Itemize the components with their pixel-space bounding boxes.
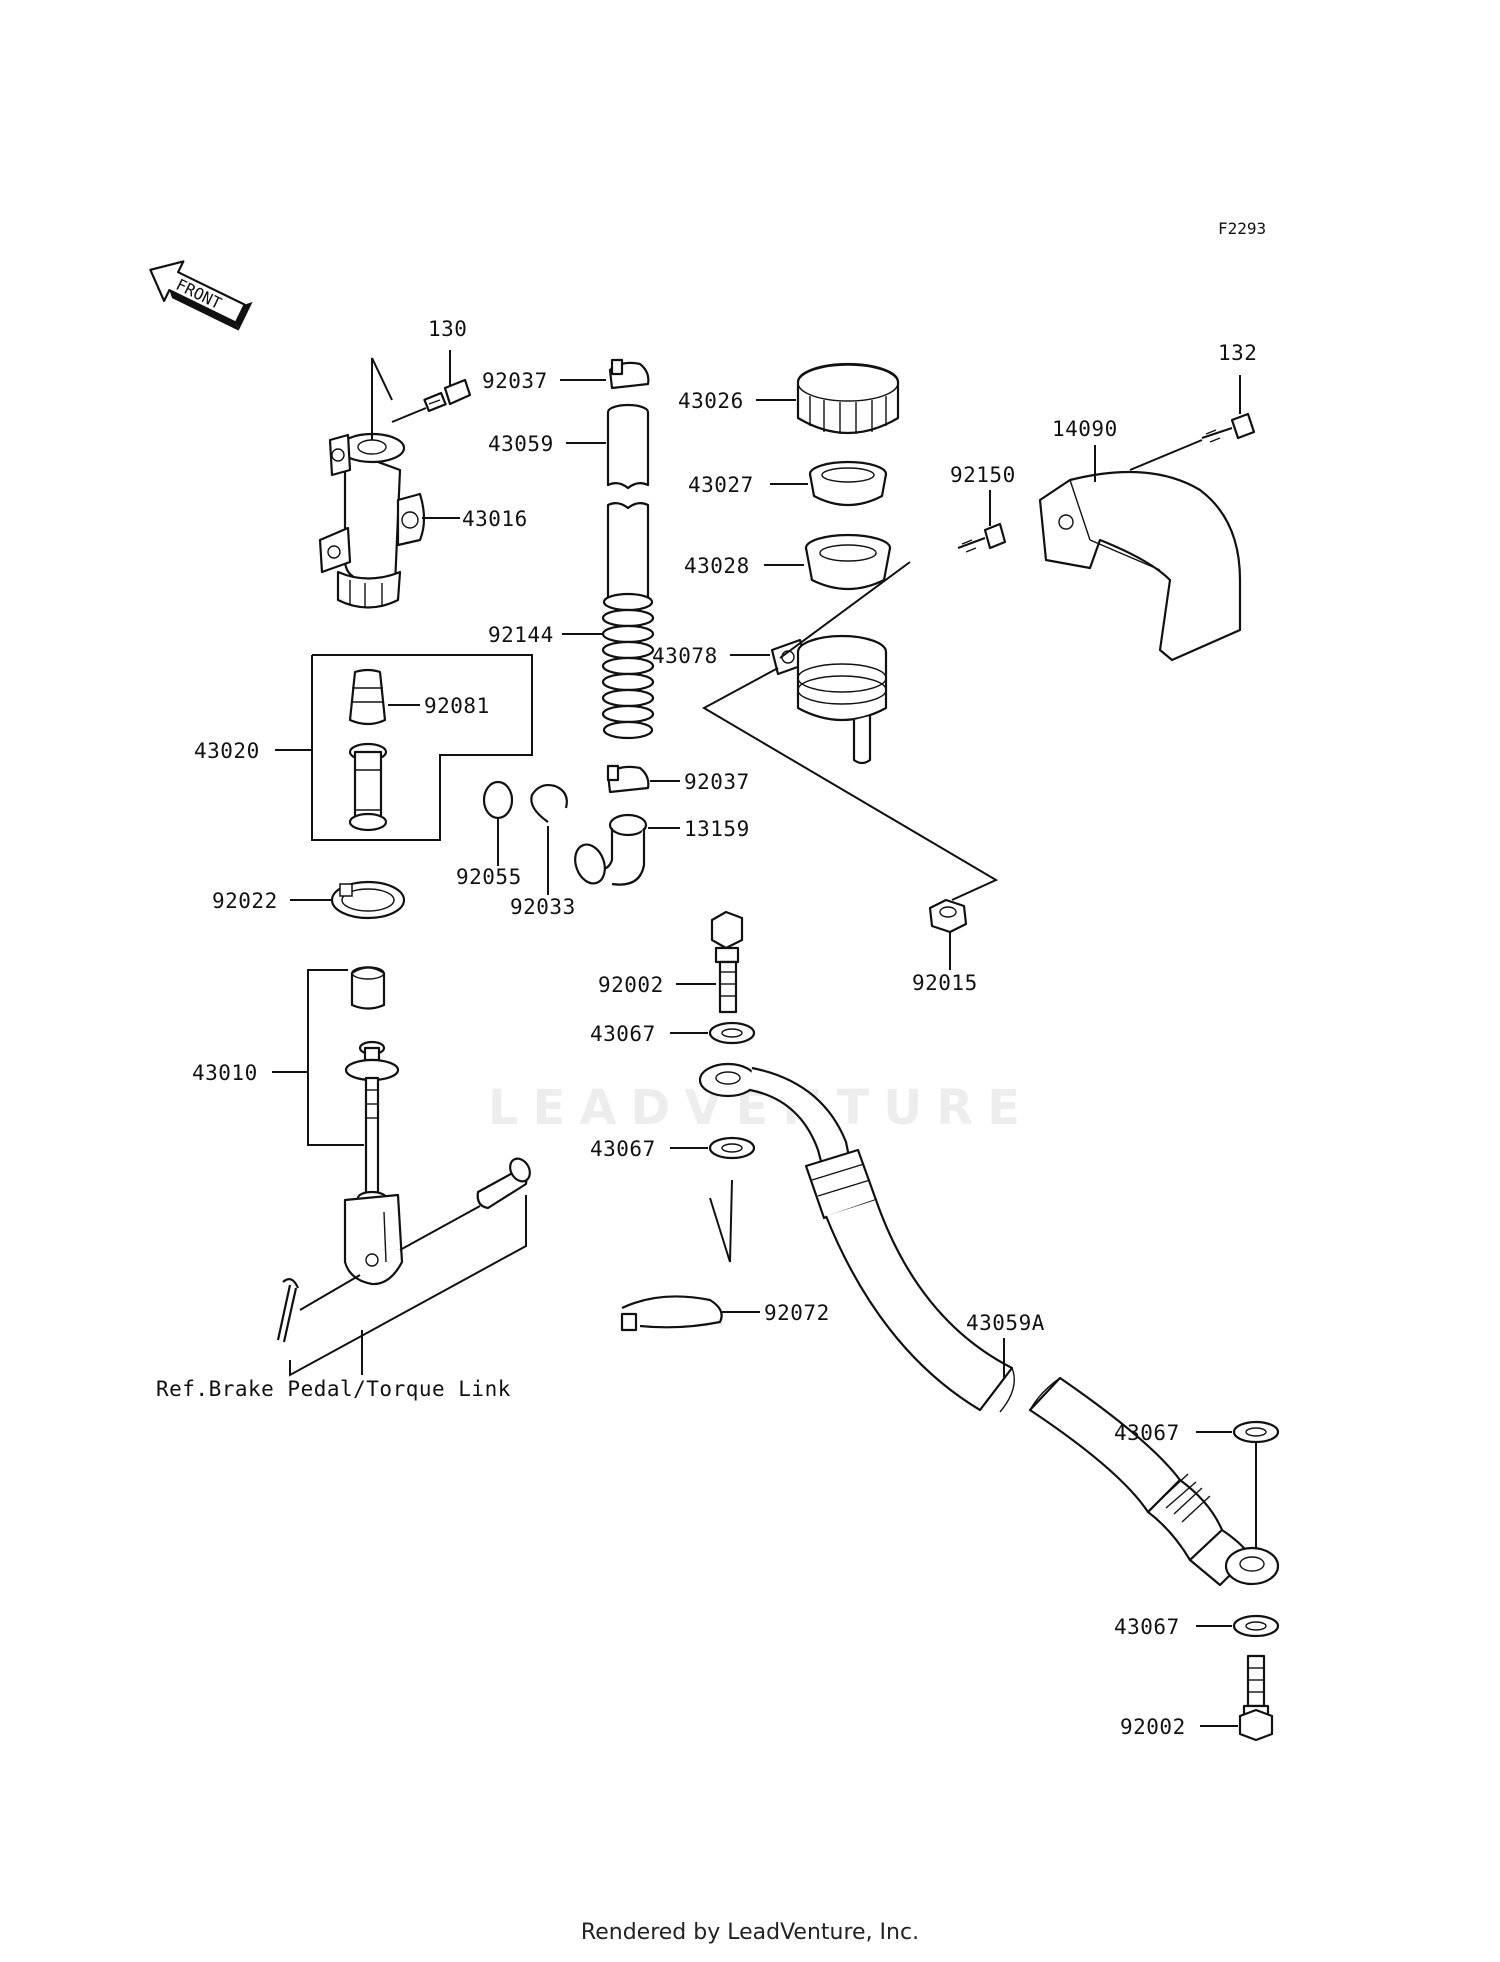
washer-43067-b <box>708 1136 756 1160</box>
callout-43026: 43026 <box>678 389 744 413</box>
callout-92037-top: 92037 <box>482 369 548 393</box>
hose-clamp-92037-top <box>608 358 650 390</box>
bolt-92150 <box>957 522 1007 553</box>
callout-43028: 43028 <box>684 554 750 578</box>
footer-credit: Rendered by LeadVenture, Inc. <box>580 1920 920 1945</box>
bolt-92150-guide <box>779 561 911 659</box>
dust-boot-43010 <box>350 966 386 1010</box>
callout-132: 132 <box>1218 341 1257 365</box>
hose-43059 <box>606 403 650 608</box>
callout-43067-c: 43067 <box>1114 1421 1180 1445</box>
banjo-bolt-92002-top <box>710 910 744 1014</box>
piston-43020 <box>348 742 388 832</box>
callout-43020: 43020 <box>194 739 260 763</box>
cotter-guide-line <box>299 1274 361 1311</box>
callout-43059: 43059 <box>488 432 554 456</box>
callout-13159: 13159 <box>684 817 750 841</box>
reference-label: Ref.Brake Pedal/Torque Link <box>156 1377 511 1401</box>
callout-43016: 43016 <box>462 507 528 531</box>
bolt-132-guide <box>1129 439 1203 471</box>
spring-92144 <box>601 592 655 740</box>
callout-43067-d: 43067 <box>1114 1615 1180 1639</box>
master-cylinder-body-43016 <box>318 432 426 609</box>
callout-43067-b: 43067 <box>590 1137 656 1161</box>
washer-43067-c <box>1232 1420 1280 1444</box>
clamp-guide-line <box>709 1179 733 1263</box>
callout-92002-top: 92002 <box>598 973 664 997</box>
diaphragm-43028 <box>804 533 892 590</box>
leader-130-target <box>371 357 393 440</box>
push-rod-43010 <box>343 1040 404 1286</box>
band-clamp-92072 <box>620 1295 723 1332</box>
diaphragm-plate-43027 <box>808 460 888 506</box>
callout-92055: 92055 <box>456 865 522 889</box>
banjo-bolt-92002-bottom <box>1238 1654 1274 1742</box>
callout-92002-bottom: 92002 <box>1120 1715 1186 1739</box>
bolt-130 <box>391 378 472 423</box>
reservoir-body-43078 <box>770 634 888 765</box>
callout-43010: 43010 <box>192 1061 258 1085</box>
piston-cup-92081 <box>348 668 387 726</box>
reservoir-cover-14090 <box>1038 470 1242 662</box>
callout-14090: 14090 <box>1052 417 1118 441</box>
callout-92037-lower: 92037 <box>684 770 750 794</box>
callout-43067-a: 43067 <box>590 1022 656 1046</box>
kit-box-43020 <box>311 654 533 841</box>
circlip-92033 <box>530 783 568 823</box>
pin-guide-line <box>399 1205 481 1251</box>
figure-code: F2293 <box>1218 219 1266 238</box>
callout-92072: 92072 <box>764 1301 830 1325</box>
callout-92150: 92150 <box>950 463 1016 487</box>
callout-92081: 92081 <box>424 694 490 718</box>
bolt-132 <box>1201 412 1256 443</box>
callout-92033: 92033 <box>510 895 576 919</box>
callout-92144: 92144 <box>488 623 554 647</box>
clevis-pin <box>476 1157 531 1210</box>
reservoir-mount-guide <box>701 667 999 901</box>
elbow-fitting-13159 <box>574 813 648 886</box>
reference-bracket <box>289 1195 527 1377</box>
cotter-pin <box>276 1278 300 1343</box>
callout-43027: 43027 <box>688 473 754 497</box>
callout-92015: 92015 <box>912 971 978 995</box>
front-direction-arrow-icon: FRONT <box>149 260 253 331</box>
callout-43059A: 43059A <box>966 1311 1045 1335</box>
reservoir-cap-43026 <box>796 362 900 434</box>
nut-92015 <box>928 898 968 934</box>
washer-43067-d <box>1232 1614 1280 1638</box>
callout-130: 130 <box>428 317 467 341</box>
washer-43067-a <box>708 1021 756 1045</box>
callout-92022: 92022 <box>212 889 278 913</box>
callout-43078: 43078 <box>652 644 718 668</box>
snap-ring-92022 <box>330 880 406 920</box>
bracket-43010 <box>307 969 364 1146</box>
brake-hose-43059A <box>698 1062 1280 1587</box>
o-ring-92055 <box>482 780 514 820</box>
hose-clamp-92037-lower <box>606 764 650 794</box>
